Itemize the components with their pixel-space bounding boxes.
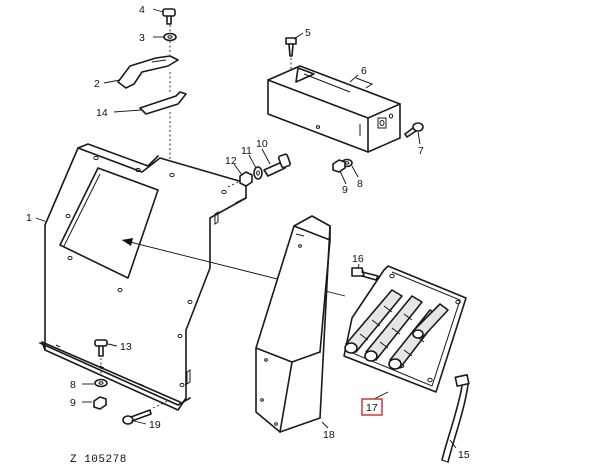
callout-18: 18 — [323, 429, 335, 441]
callout-14: 14 — [96, 107, 108, 119]
part-16-screw — [351, 267, 379, 281]
callout-labels: 4 3 2 14 5 6 7 10 11 12 1 8 9 16 17 18 1… — [26, 4, 470, 461]
callout-9-lower: 9 — [70, 397, 76, 409]
fuse-2 — [364, 295, 423, 362]
callout-13: 13 — [120, 341, 132, 353]
part-9-nut-upper — [332, 159, 346, 173]
callout-9-upper: 9 — [342, 184, 348, 196]
fuse-4 — [412, 303, 449, 339]
part-2-clamp — [117, 55, 179, 89]
callout-15: 15 — [458, 449, 470, 461]
callout-12: 12 — [225, 155, 237, 167]
part-19-screw — [122, 409, 152, 425]
callout-10: 10 — [256, 138, 268, 150]
callout-3: 3 — [139, 32, 145, 44]
callout-1: 1 — [26, 212, 32, 224]
part-3-washer — [163, 32, 177, 42]
part-7-screw — [404, 122, 424, 138]
part-13-screw — [94, 339, 108, 357]
part-6-housing-box — [267, 65, 401, 153]
callout-4: 4 — [139, 4, 145, 16]
callout-2: 2 — [94, 78, 100, 90]
part-9-nut-lower — [93, 396, 107, 410]
callout-19: 19 — [149, 419, 161, 431]
part-4-screw — [162, 8, 176, 25]
callout-11: 11 — [241, 145, 252, 157]
part-12-nut — [239, 171, 253, 187]
part-8-washer-lower — [94, 378, 108, 388]
drawing-reference-code: Z 105278 — [70, 454, 127, 466]
part-17-fuse-holder-plate — [343, 265, 467, 393]
part-11-washer — [253, 166, 263, 180]
part-5-screw — [285, 37, 297, 57]
part-15-cable-tie — [441, 374, 470, 463]
part-10-bolt — [263, 153, 291, 177]
highlight-box-17 — [361, 398, 383, 416]
alignment-line-19 — [152, 399, 171, 409]
part-18-cover-shield — [255, 215, 331, 433]
fuse-1 — [344, 289, 403, 354]
callout-8-lower: 8 — [70, 379, 76, 391]
callout-8-upper: 8 — [357, 178, 363, 190]
callout-5: 5 — [305, 27, 311, 39]
part-14-strap — [139, 91, 187, 115]
callout-7: 7 — [418, 145, 424, 157]
callout-leaders — [35, 8, 457, 449]
callout-16: 16 — [352, 253, 364, 265]
callout-17: 17 — [366, 402, 378, 414]
callout-6: 6 — [361, 65, 367, 77]
part-1-mounting-panel — [39, 143, 247, 411]
